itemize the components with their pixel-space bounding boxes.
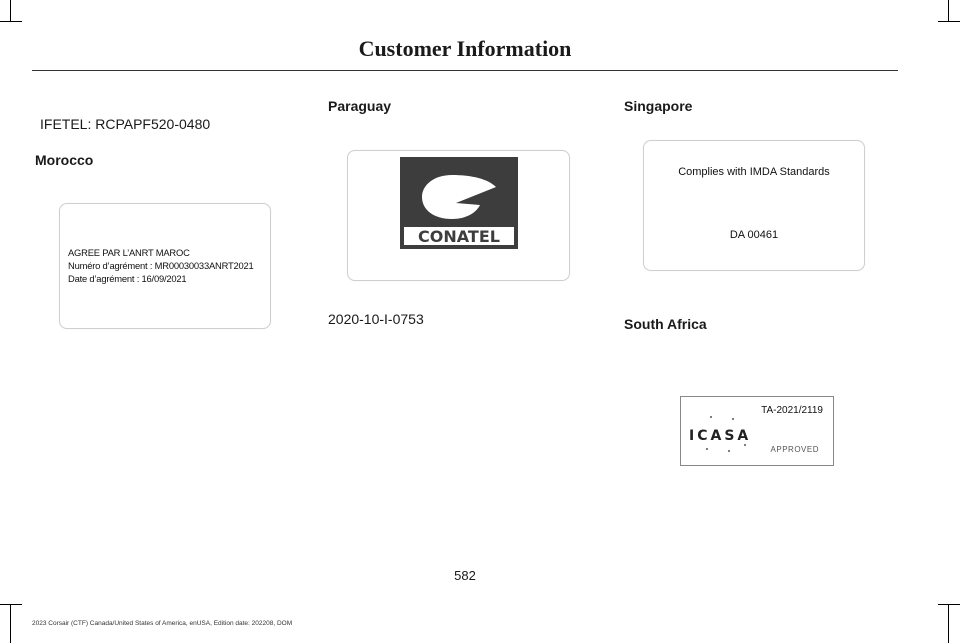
paraguay-code: 2020-10-I-0753 [328,311,424,327]
icasa-logo-icon: ICASA [689,416,751,452]
morocco-label-line: Numéro d’agrément : MR00030033ANRT2021 [68,260,254,271]
paraguay-approval-label: CONATEL [347,150,570,281]
header-rule [32,70,898,71]
singapore-approval-label: Complies with IMDA Standards DA 00461 [643,140,865,271]
morocco-label-line: Date d’agrément : 16/09/2021 [68,273,187,284]
conatel-logo-icon: CONATEL [400,157,518,249]
edition-footer: 2023 Corsair (CTF) Canada/United States … [32,620,293,627]
crop-mark [938,604,960,605]
icasa-logo-text: ICASA [689,428,751,444]
morocco-heading: Morocco [35,152,94,168]
crop-mark [0,604,22,605]
imda-dealer-number: DA 00461 [729,229,779,241]
crop-mark [938,21,960,22]
singapore-heading: Singapore [624,98,693,114]
south-africa-heading: South Africa [624,316,707,332]
south-africa-approval-label: TA-2021/2119 ICASA APPROVED [680,396,834,466]
crop-mark [10,604,11,643]
page-title: Customer Information [358,36,572,61]
crop-mark [10,0,11,22]
icasa-approved-text: APPROVED [770,445,819,454]
paraguay-heading: Paraguay [328,98,392,114]
imda-compliance-text: Complies with IMDA Standards [678,166,830,178]
morocco-approval-label: AGREE PAR L’ANRT MAROC Numéro d’agrément… [59,203,271,329]
crop-mark [948,604,949,643]
conatel-logo: CONATEL [400,157,518,249]
morocco-label-line: AGREE PAR L’ANRT MAROC [68,247,190,258]
morocco-label-text: AGREE PAR L’ANRT MAROC Numéro d’agrément… [68,246,273,285]
icasa-type-approval-number: TA-2021/2119 [761,405,823,416]
page-number: 582 [454,568,476,583]
crop-mark [948,0,949,22]
crop-mark [0,21,22,22]
ifetel-code: IFETEL: RCPAPF520-0480 [40,116,211,132]
conatel-logo-text: CONATEL [418,227,500,246]
